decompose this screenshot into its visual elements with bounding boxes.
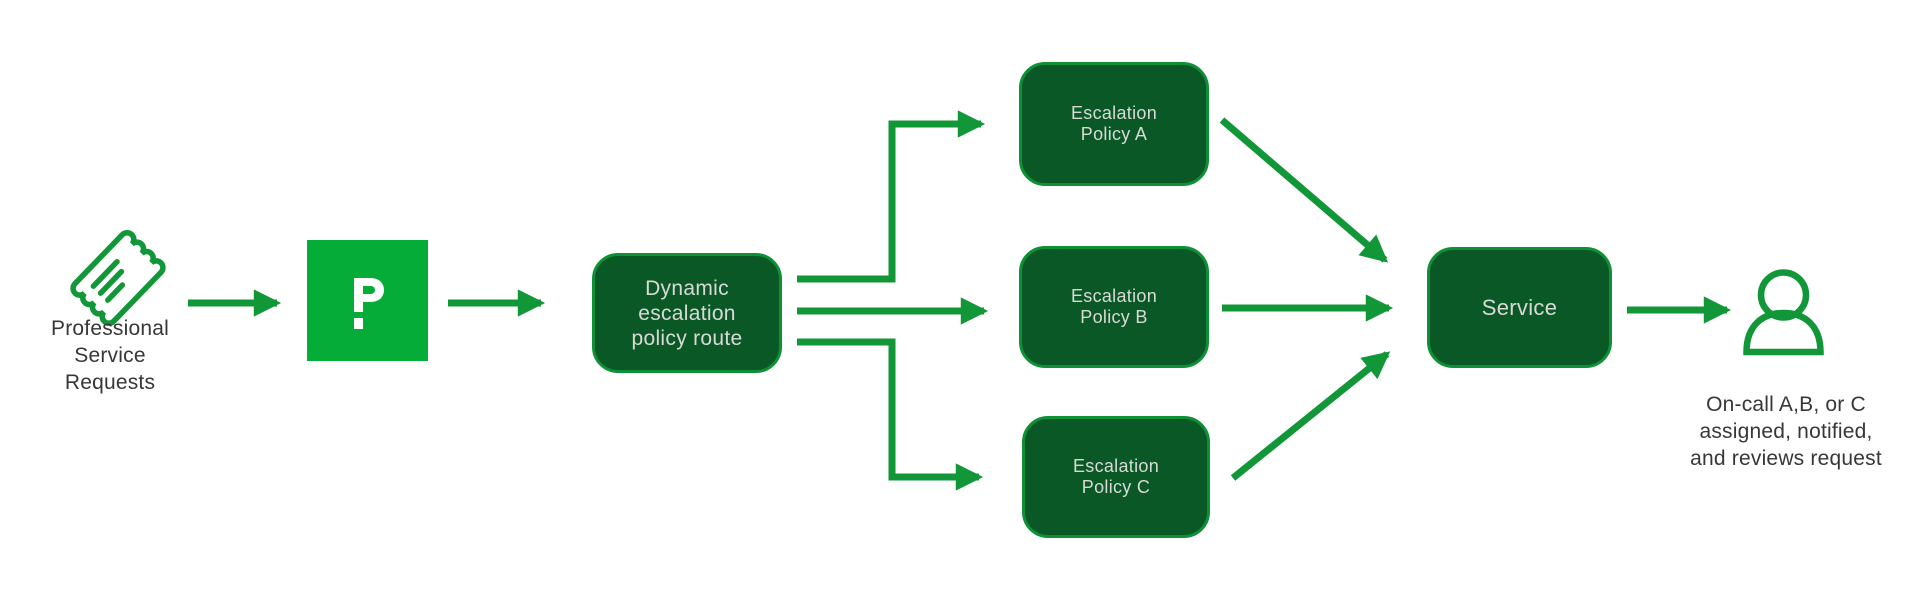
node-service: Service [1427,247,1612,368]
node-escalation-policy-a: Escalation Policy A [1019,62,1209,186]
arrow-dynamic-to-policy-c [797,338,984,491]
arrow-policy-a-to-service [1219,117,1389,263]
node-label: Service [1481,294,1558,320]
node-label: Escalation Policy C [1072,456,1160,497]
node-dynamic-escalation-policy-route: Dynamic escalation policy route [592,253,782,373]
pagerduty-logo [307,240,428,361]
arrow-dynamic-to-policy-a [797,110,986,283]
node-label: Escalation Policy A [1070,103,1158,144]
node-escalation-policy-c: Escalation Policy C [1022,416,1210,538]
person-icon [1740,262,1828,357]
node-label: Dynamic escalation policy route [631,276,743,350]
node-label: Escalation Policy B [1070,286,1158,327]
oncall-caption: On-call A,B, or C assigned, notified, an… [1690,393,1882,470]
source-caption: Professional Service Requests [51,317,169,394]
ticket-icon [62,222,174,334]
node-escalation-policy-b: Escalation Policy B [1019,246,1209,368]
arrow-policy-c-to-service [1230,351,1391,481]
